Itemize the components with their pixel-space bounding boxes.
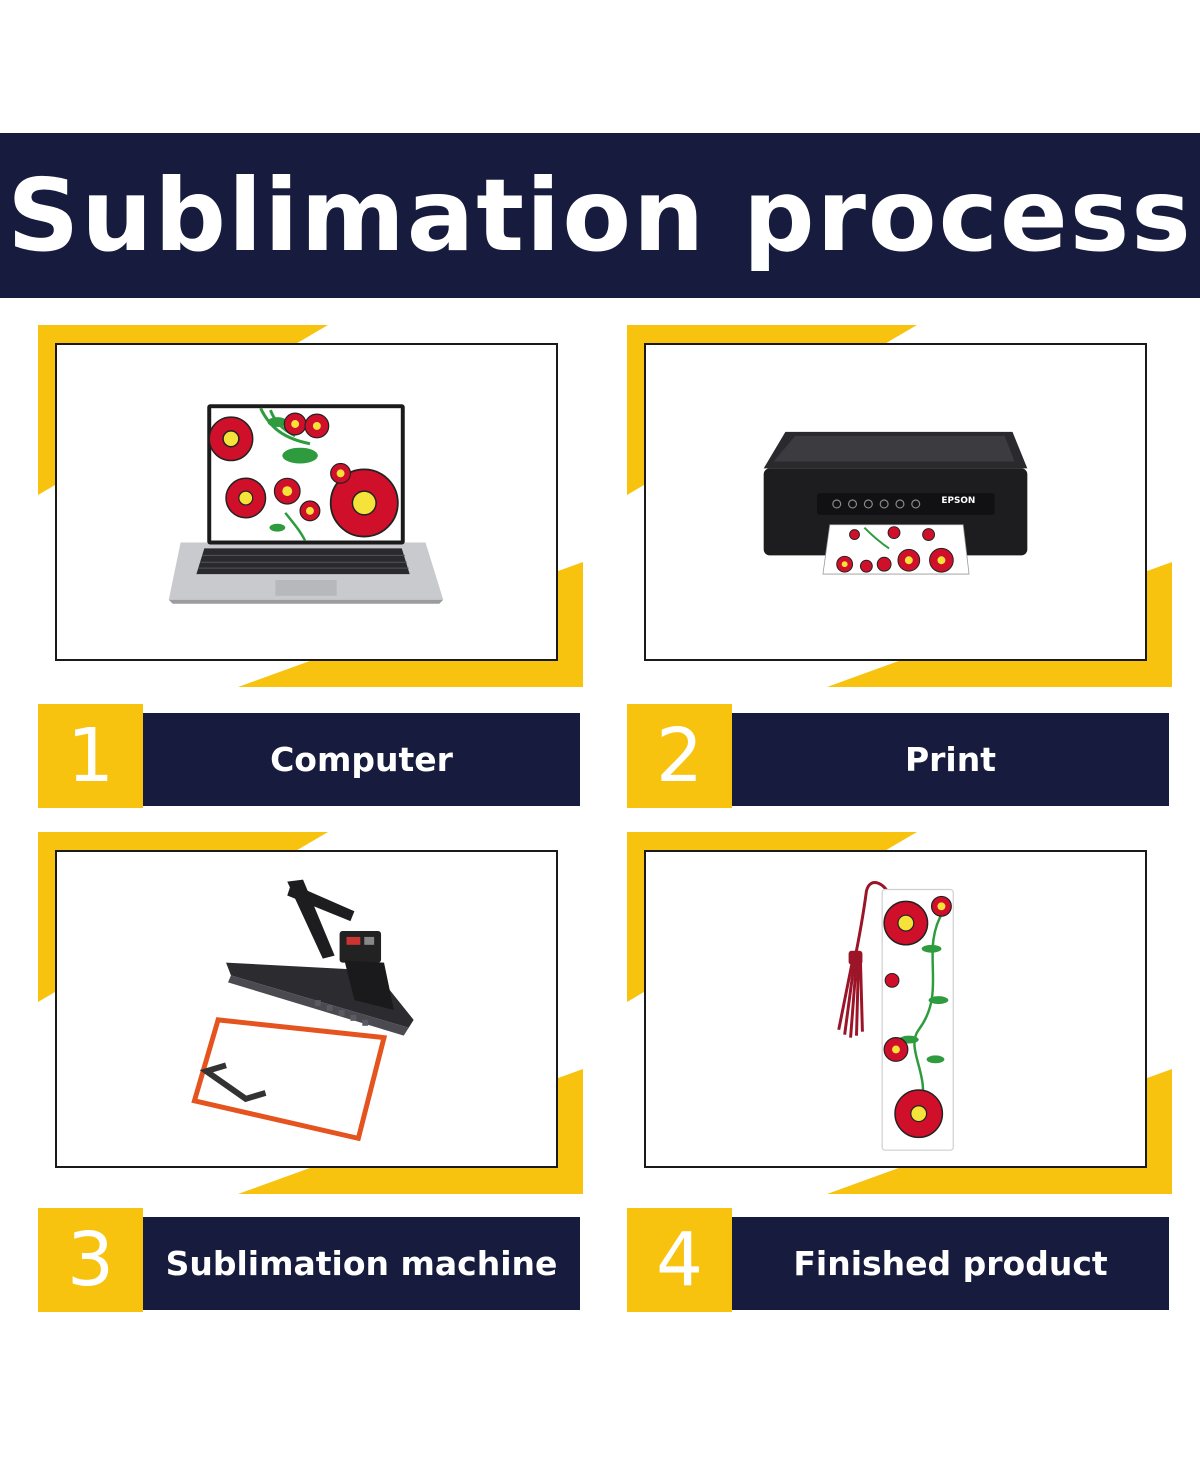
heat-press-image <box>191 879 414 1142</box>
step-number: 3 <box>66 1217 115 1303</box>
step-2-card: EPSON <box>627 325 1172 687</box>
step-1-image-frame <box>55 343 558 661</box>
step-4-label: 4 Finished product <box>627 1208 1169 1312</box>
printed-flower-pattern <box>836 526 954 573</box>
step-name-box: Computer <box>143 713 580 806</box>
printer-image: EPSON <box>763 431 1028 575</box>
bookmark-flower-pattern <box>883 895 952 1139</box>
page-title: Sublimation process <box>7 157 1193 274</box>
step-number-box: 1 <box>38 704 143 808</box>
step-name-box: Print <box>732 713 1169 806</box>
step-number-box: 2 <box>627 704 732 808</box>
step-name: Finished product <box>793 1244 1108 1283</box>
title-banner: Sublimation process <box>0 133 1200 298</box>
bookmark-image <box>837 881 954 1151</box>
step-3-card <box>38 832 583 1194</box>
step-name-box: Finished product <box>732 1217 1169 1310</box>
printer-brand-label: EPSON <box>941 496 975 506</box>
step-3-image-frame <box>55 850 558 1168</box>
step-name: Sublimation machine <box>165 1244 558 1283</box>
step-number-box: 4 <box>627 1208 732 1312</box>
step-2-label: 2 Print <box>627 704 1169 808</box>
step-2-image-frame: EPSON <box>644 343 1147 661</box>
step-number-box: 3 <box>38 1208 143 1312</box>
step-name: Print <box>904 740 997 779</box>
step-name: Computer <box>270 740 453 779</box>
step-4-card <box>627 832 1172 1194</box>
step-number: 2 <box>655 713 704 799</box>
laptop-image <box>168 404 444 604</box>
flower-pattern <box>208 412 399 538</box>
step-name-box: Sublimation machine <box>143 1217 580 1310</box>
step-number: 1 <box>66 713 115 799</box>
step-3-label: 3 Sublimation machine <box>38 1208 580 1312</box>
step-1-label: 1 Computer <box>38 704 580 808</box>
step-number: 4 <box>655 1217 704 1303</box>
step-1-card <box>38 325 583 687</box>
step-4-image-frame <box>644 850 1147 1168</box>
